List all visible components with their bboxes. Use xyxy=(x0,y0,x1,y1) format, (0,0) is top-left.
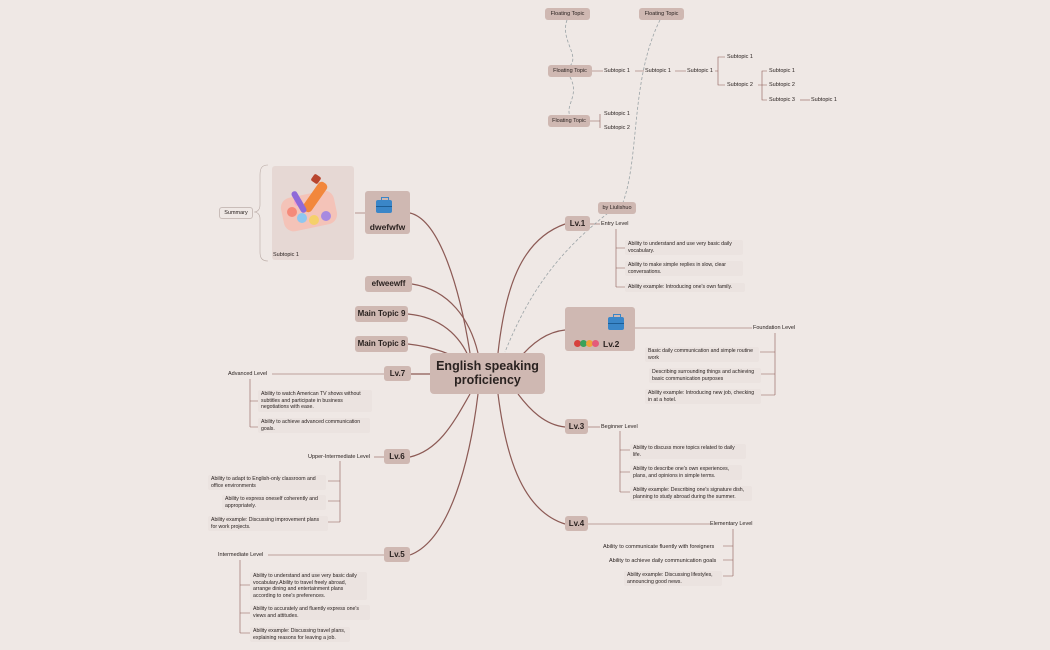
marker-red-icon xyxy=(574,340,581,347)
main-topic-lv1[interactable]: Lv.1 xyxy=(565,216,590,231)
author-label-text: by Liulishuo xyxy=(602,205,632,211)
level-item[interactable]: Ability to discuss more topics related t… xyxy=(630,444,746,459)
level-title[interactable]: Entry Level xyxy=(601,221,629,227)
level-title[interactable]: Foundation Level xyxy=(753,325,796,331)
subtopic[interactable]: Subtopic 1 xyxy=(604,68,630,74)
main-topic-lv7[interactable]: Lv.7 xyxy=(384,366,411,381)
marker-pink-icon xyxy=(592,340,599,347)
briefcase-icon xyxy=(376,197,392,213)
level-item[interactable]: Ability to describe one's own experience… xyxy=(630,465,742,480)
subtopic[interactable]: Subtopic 2 xyxy=(727,82,753,88)
main-topic-label: Main Topic 9 xyxy=(357,309,406,318)
level-item[interactable]: Ability example: Discussing travel plans… xyxy=(250,627,350,642)
floating-topic-3[interactable]: Floating Topic xyxy=(548,65,592,77)
floating-topic-label: Floating Topic xyxy=(553,68,587,74)
summary-topic[interactable]: Summary xyxy=(219,207,253,219)
level-item[interactable]: Ability example: Discussing lifestyles, … xyxy=(624,571,722,586)
level-item[interactable]: Ability to watch American TV shows witho… xyxy=(258,390,372,412)
floating-topic-label: Floating Topic xyxy=(550,11,585,17)
level-title[interactable]: Upper-Intermediate Level xyxy=(308,454,371,460)
level-item[interactable]: Ability example: Introducing one's own f… xyxy=(625,283,745,292)
subtopic[interactable]: Subtopic 1 xyxy=(727,54,753,60)
central-topic-label: English speaking proficiency xyxy=(436,359,539,387)
level-title[interactable]: Advanced Level xyxy=(228,371,268,377)
main-topic-label: Lv.3 xyxy=(568,422,585,431)
floating-topic-2[interactable]: Floating Topic xyxy=(639,8,684,20)
main-topic-label: Lv.2 xyxy=(603,339,620,349)
summary-label: Summary xyxy=(224,210,248,216)
floating-topic-4[interactable]: Floating Topic xyxy=(548,115,590,127)
main-topic-label: Lv.6 xyxy=(389,452,405,461)
briefcase-icon xyxy=(608,314,624,330)
level-title[interactable]: Beginner Level xyxy=(601,424,638,430)
level-item[interactable]: Ability to make simple replies in slow, … xyxy=(625,261,743,276)
main-topic-efweewff[interactable]: efweewff xyxy=(365,276,412,292)
main-topic-lv2[interactable]: Lv.2 xyxy=(565,307,635,351)
image-subtopic-label: Subtopic 1 xyxy=(273,252,299,258)
subtopic[interactable]: Subtopic 1 xyxy=(645,68,671,74)
subtopic[interactable]: Subtopic 1 xyxy=(687,68,713,74)
subtopic[interactable]: Subtopic 3 xyxy=(769,97,795,103)
sticker-image xyxy=(280,174,338,232)
main-topic-lv3[interactable]: Lv.3 xyxy=(565,419,588,434)
subtopic[interactable]: Subtopic 1 xyxy=(811,97,837,103)
main-topic-label: Lv.1 xyxy=(569,219,586,228)
level-item[interactable]: Describing surrounding things and achiev… xyxy=(649,368,761,383)
level-item[interactable]: Ability to understand and use very basic… xyxy=(625,240,743,255)
main-topic-label: dwefwfw xyxy=(369,222,406,232)
level-item[interactable]: Ability to achieve advanced communicatio… xyxy=(258,418,370,433)
subtopic[interactable]: Subtopic 2 xyxy=(604,125,630,131)
main-topic-9[interactable]: Main Topic 9 xyxy=(355,306,408,322)
level-item[interactable]: Basic daily communication and simple rou… xyxy=(645,347,759,362)
level-item[interactable]: Ability to accurately and fluently expre… xyxy=(250,605,370,620)
subtopic[interactable]: Subtopic 2 xyxy=(769,82,795,88)
floating-topic-label: Floating Topic xyxy=(644,11,679,17)
author-label[interactable]: by Liulishuo xyxy=(598,202,636,214)
level-title[interactable]: Intermediate Level xyxy=(218,552,264,558)
central-topic[interactable]: English speaking proficiency xyxy=(430,353,545,394)
level-item[interactable]: Ability to express oneself coherently an… xyxy=(222,495,326,510)
marker-green-icon xyxy=(580,340,587,347)
image-subtopic-card[interactable]: Subtopic 1 xyxy=(272,166,354,260)
main-topic-label: efweewff xyxy=(371,279,406,288)
main-topic-label: Lv.5 xyxy=(389,550,405,559)
level-item[interactable]: Ability example: Introducing new job, ch… xyxy=(645,389,761,404)
level-item[interactable]: Ability to communicate fluently with for… xyxy=(603,544,715,550)
floating-topic-1[interactable]: Floating Topic xyxy=(545,8,590,20)
level-item[interactable]: Ability to understand and use very basic… xyxy=(250,572,367,600)
main-topic-8[interactable]: Main Topic 8 xyxy=(355,336,408,352)
floating-topic-label: Floating Topic xyxy=(552,118,586,124)
main-topic-lv5[interactable]: Lv.5 xyxy=(384,547,410,562)
main-topic-label: Lv.7 xyxy=(389,369,406,378)
level-item[interactable]: Ability to adapt to English-only classro… xyxy=(208,475,326,490)
subtopic[interactable]: Subtopic 1 xyxy=(604,111,630,117)
main-topic-dwefwfw[interactable]: dwefwfw xyxy=(365,191,410,234)
level-item[interactable]: Ability to achieve daily communication g… xyxy=(609,558,717,564)
subtopic[interactable]: Subtopic 1 xyxy=(769,68,795,74)
main-topic-label: Lv.4 xyxy=(568,519,585,528)
level-title[interactable]: Elementary Level xyxy=(710,521,753,527)
main-topic-lv4[interactable]: Lv.4 xyxy=(565,516,588,531)
main-topic-lv6[interactable]: Lv.6 xyxy=(384,449,410,464)
marker-orange-icon xyxy=(586,340,593,347)
level-item[interactable]: Ability example: Discussing improvement … xyxy=(208,516,328,531)
level-item[interactable]: Ability example: Describing one's signat… xyxy=(630,486,752,501)
main-topic-label: Main Topic 8 xyxy=(357,339,406,348)
